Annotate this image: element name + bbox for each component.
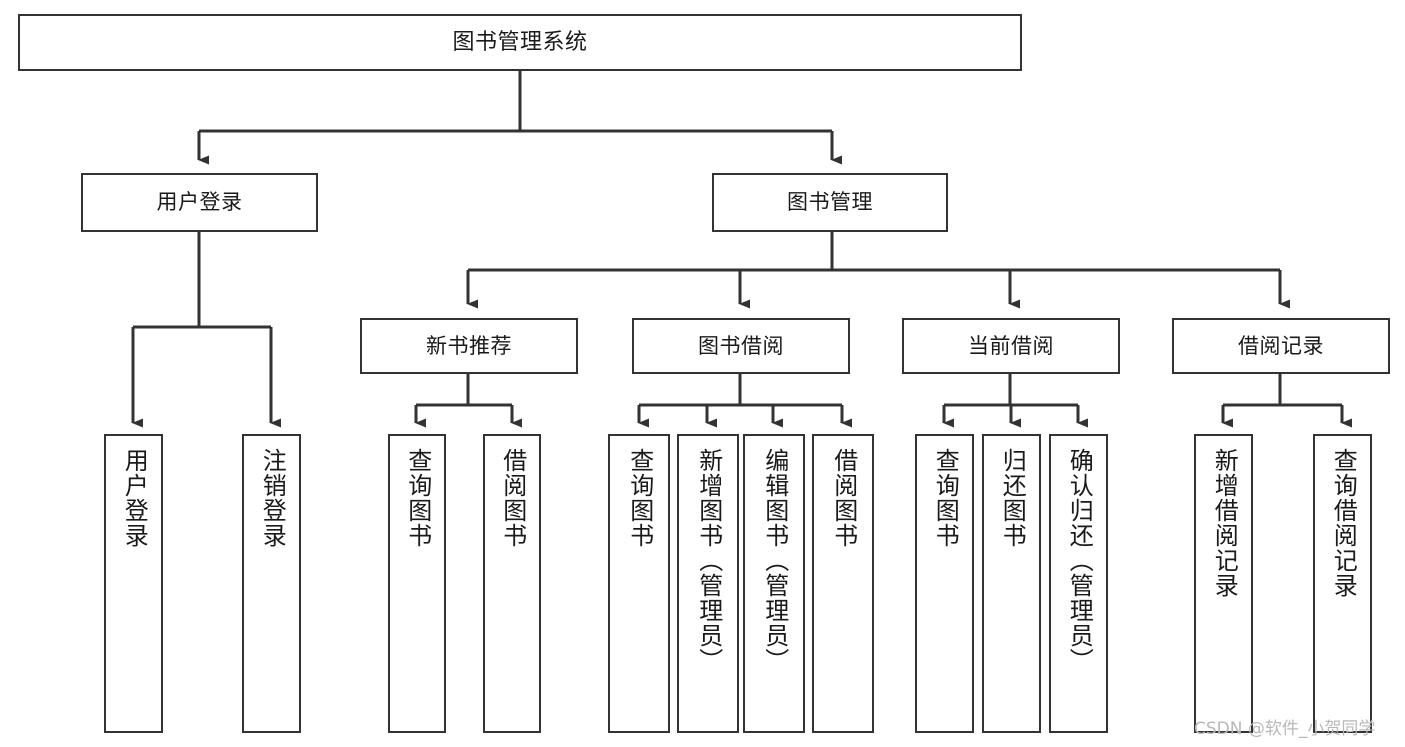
- node-label: 借阅图书: [829, 448, 858, 548]
- node-book-management[interactable]: 图书管理: [712, 173, 948, 232]
- node-label: 查询图书: [403, 448, 432, 548]
- node-label: 新增借阅记录: [1210, 448, 1239, 598]
- leaf-logout[interactable]: 注销登录: [242, 434, 301, 733]
- node-current-borrow[interactable]: 当前借阅: [902, 318, 1120, 374]
- leaf-add-borrow-record[interactable]: 新增借阅记录: [1194, 434, 1253, 733]
- leaf-query-borrow-record[interactable]: 查询借阅记录: [1313, 434, 1372, 733]
- leaf-query-book[interactable]: 查询图书: [608, 434, 670, 733]
- node-label: 图书管理: [787, 190, 873, 215]
- node-label: 注销登录: [258, 448, 287, 548]
- node-label: 确认归还（管理员）: [1065, 448, 1094, 673]
- node-root-system[interactable]: 图书管理系统: [18, 14, 1022, 71]
- node-label: 借阅记录: [1238, 333, 1324, 358]
- leaf-query-book-new[interactable]: 查询图书: [388, 434, 446, 733]
- node-borrow-record[interactable]: 借阅记录: [1172, 318, 1390, 374]
- node-book-borrow[interactable]: 图书借阅: [632, 318, 850, 374]
- leaf-return-book[interactable]: 归还图书: [982, 434, 1041, 733]
- node-label: 用户登录: [156, 190, 243, 215]
- node-label: 用户登录: [120, 448, 149, 548]
- leaf-user-login[interactable]: 用户登录: [104, 434, 163, 733]
- node-label: 当前借阅: [968, 333, 1054, 358]
- node-label: 查询图书: [625, 448, 654, 548]
- node-label: 新增图书（管理员）: [694, 448, 723, 673]
- node-user-login[interactable]: 用户登录: [81, 173, 318, 232]
- node-label: 新书推荐: [426, 333, 512, 358]
- leaf-borrow-book[interactable]: 借阅图书: [812, 434, 874, 733]
- node-label: 图书借阅: [698, 333, 784, 358]
- node-label: 借阅图书: [498, 448, 527, 548]
- leaf-confirm-return-admin[interactable]: 确认归还（管理员）: [1049, 434, 1108, 733]
- node-label: 查询借阅记录: [1329, 448, 1358, 598]
- leaf-edit-book-admin[interactable]: 编辑图书（管理员）: [743, 434, 805, 733]
- node-label: 编辑图书（管理员）: [760, 448, 789, 673]
- node-new-book-recommend[interactable]: 新书推荐: [360, 318, 578, 374]
- node-label: 归还图书: [998, 448, 1027, 548]
- leaf-borrow-book-new[interactable]: 借阅图书: [483, 434, 541, 733]
- node-label: 查询图书: [931, 448, 960, 548]
- node-label: 图书管理系统: [452, 29, 588, 55]
- leaf-query-book-current[interactable]: 查询图书: [915, 434, 974, 733]
- leaf-add-book-admin[interactable]: 新增图书（管理员）: [677, 434, 739, 733]
- watermark-text: CSDN @软件_小贺同学: [1194, 719, 1376, 739]
